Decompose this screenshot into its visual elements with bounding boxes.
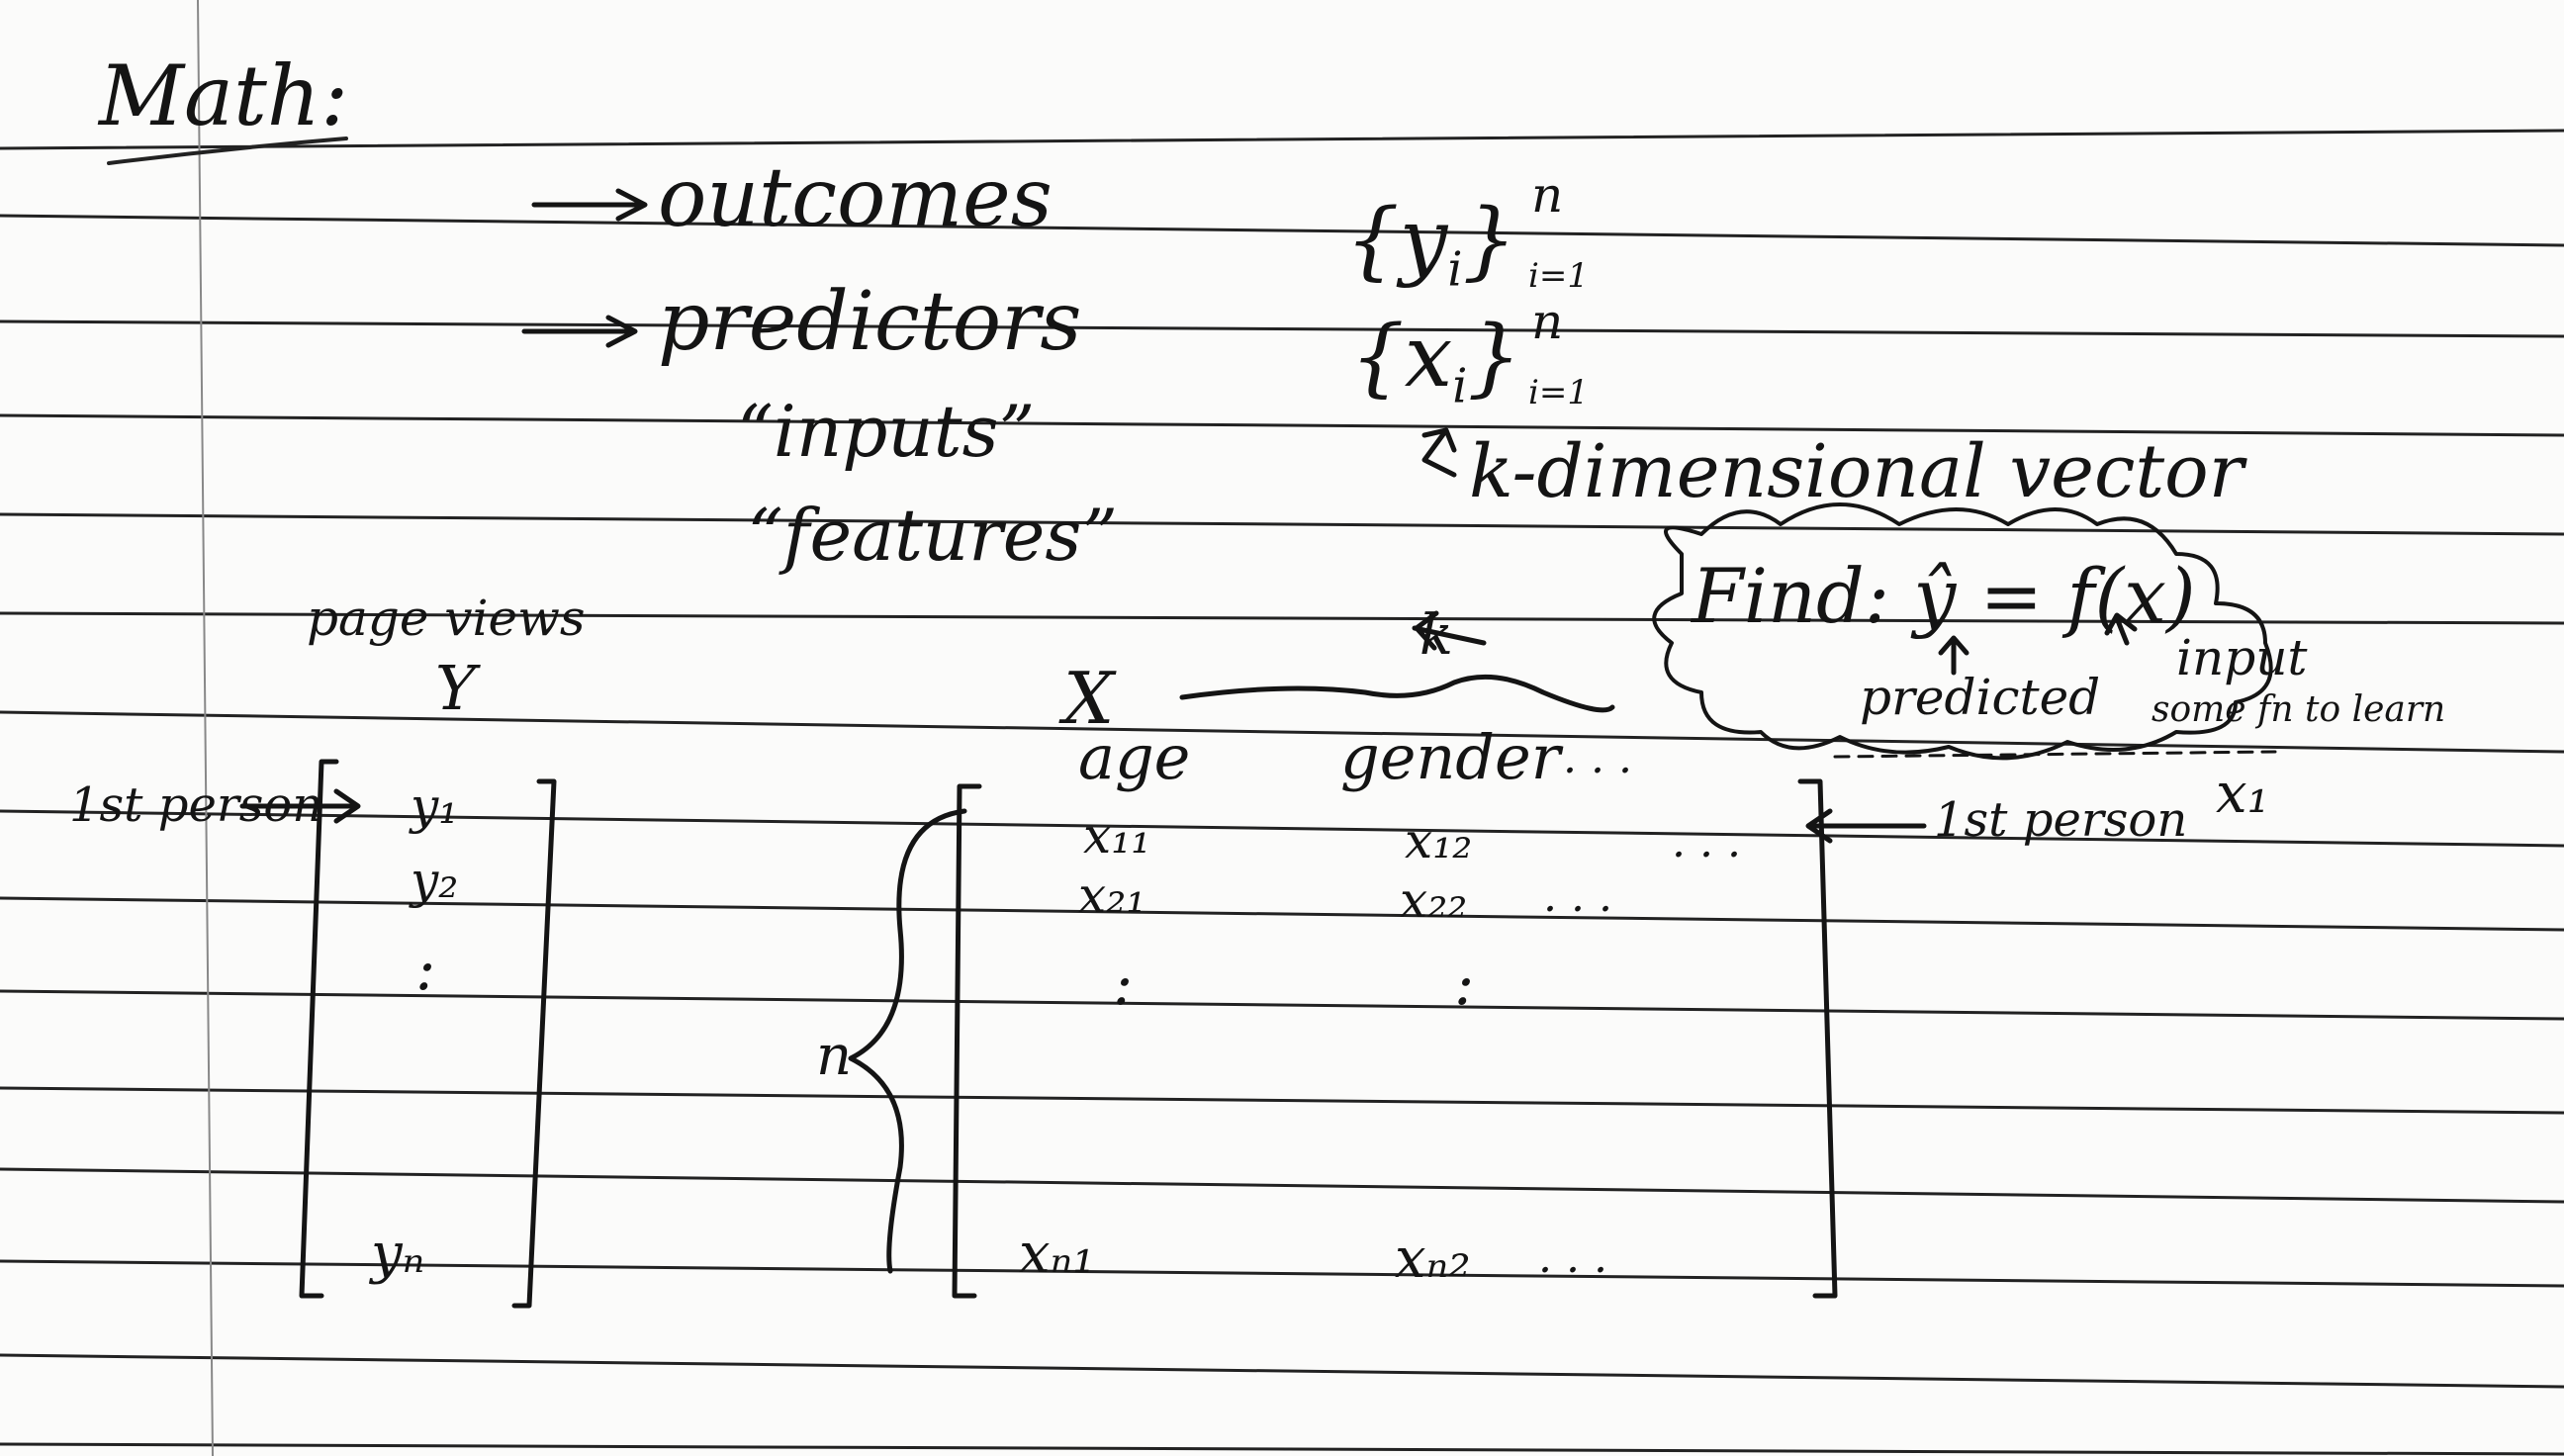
k-arrow — [1412, 610, 1487, 651]
k-brace — [1179, 674, 1615, 713]
column-age-label: age — [1078, 721, 1191, 793]
y-entry-1: y₁ — [411, 777, 459, 835]
title-underline — [107, 136, 348, 165]
x-set-brace-open: { — [1350, 308, 1405, 407]
some-fn-label: some fn to learn — [2152, 689, 2446, 730]
rule-line — [0, 809, 2564, 848]
rule-line — [0, 989, 2564, 1021]
cloud-dash-underline — [1833, 750, 2277, 759]
outcomes-label: outcomes — [658, 151, 1053, 245]
thought-cloud — [1652, 502, 2273, 761]
x-set-var: x — [1404, 308, 1453, 407]
column-dots: . . . — [1563, 733, 1632, 783]
x-first-person-arrow — [1805, 808, 1927, 844]
input-label: input — [2176, 629, 2308, 686]
rule-line — [0, 1259, 2564, 1288]
x-set-brace-close: } — [1467, 308, 1522, 407]
rule-line — [0, 512, 2564, 536]
n-brace — [848, 808, 967, 1274]
y-first-person-label: 1st person — [69, 777, 323, 833]
rule-line — [0, 129, 2564, 150]
column-gender-label: gender — [1340, 721, 1561, 793]
cell-x21: x₂₁ — [1078, 866, 1146, 924]
page-title: Math: — [99, 47, 349, 144]
y-set-index: i — [1447, 242, 1463, 298]
y-first-person-arrow — [239, 788, 361, 824]
row-n-dots: . . . — [1538, 1232, 1607, 1283]
features-label: “features” — [747, 494, 1119, 577]
cell-xn2: xₙ₂ — [1395, 1227, 1471, 1291]
rule-line — [0, 1353, 2564, 1389]
y-vector-label-top: page views — [307, 590, 586, 647]
column-2-vdots: : — [1454, 950, 1475, 1019]
rule-line — [0, 896, 2564, 932]
x-bracket-right — [1797, 778, 1838, 1299]
x-set-upper-limit: n — [1531, 293, 1564, 350]
x-matrix-label-var: X — [1063, 657, 1115, 740]
find-equation: Find: ŷ = f(x) — [1692, 552, 2196, 640]
outcomes-arrow — [531, 188, 648, 222]
y-set-notation: {yi} — [1345, 198, 1516, 294]
cell-x11: x₁₁ — [1083, 807, 1151, 864]
cell-x22: x₂₂ — [1400, 871, 1468, 929]
rule-line — [0, 1086, 2564, 1115]
rule-line — [0, 1167, 2564, 1204]
x-row-1-label: x₁ — [2216, 762, 2270, 826]
y-set-brace-open: { — [1345, 191, 1400, 290]
rule-line — [0, 319, 2564, 338]
x-first-person-label: 1st person — [1934, 792, 2188, 848]
y-set-lower-limit: i=1 — [1528, 256, 1589, 296]
y-entry-n: yₙ — [371, 1222, 425, 1286]
predicted-arrow — [1938, 635, 1969, 676]
k-dimensional-vector-label: k-dimensional vector — [1469, 429, 2244, 514]
y-bracket-right — [511, 778, 557, 1309]
rule-line — [0, 1442, 2564, 1456]
rule-line — [0, 710, 2564, 754]
cell-xn1: xₙ₁ — [1019, 1222, 1095, 1286]
y-set-var: y — [1399, 191, 1448, 290]
x-set-lower-limit: i=1 — [1528, 373, 1589, 412]
predictors-arrow — [521, 315, 638, 348]
inputs-label: “inputs” — [737, 390, 1036, 473]
row-1-dots: . . . — [1672, 817, 1741, 867]
margin-line — [197, 0, 214, 1456]
y-bracket-left — [299, 759, 339, 1299]
k-dim-pointer — [1421, 427, 1457, 478]
row-2-dots: . . . — [1543, 871, 1612, 922]
y-set-brace-close: } — [1462, 191, 1517, 290]
rule-line — [0, 611, 2564, 625]
x-bracket-left — [952, 783, 982, 1299]
x-set-notation: {xi} — [1350, 315, 1521, 410]
cell-x12: x₁₂ — [1405, 812, 1473, 869]
n-label: n — [816, 1024, 853, 1088]
input-arrow — [2104, 612, 2138, 646]
x-set-index: i — [1452, 359, 1468, 414]
y-entry-2: y₂ — [411, 852, 459, 909]
k-label: k — [1419, 603, 1453, 668]
rule-line — [0, 413, 2564, 437]
rule-line — [0, 214, 2564, 247]
predictors-label: predictors — [658, 275, 1082, 369]
y-vector-label-var: Y — [435, 652, 476, 724]
y-entry-vdots: : — [415, 935, 436, 1004]
y-set-upper-limit: n — [1531, 166, 1564, 224]
column-1-vdots: : — [1113, 950, 1134, 1019]
predicted-label: predicted — [1860, 669, 2101, 726]
